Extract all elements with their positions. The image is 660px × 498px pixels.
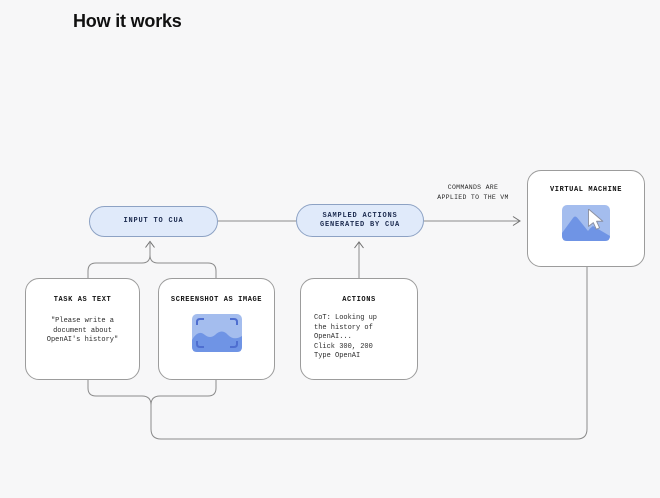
node-input-to-cua-label: INPUT TO CUA [123,217,184,225]
node-screenshot-as-image: SCREENSHOT AS IMAGE [158,278,275,380]
image-thumbnail-with-viewfinder-icon [191,314,242,352]
node-screenshot-title: SCREENSHOT AS IMAGE [170,296,263,304]
connector-task-bottom-merge [87,380,152,406]
arrowhead-to-vm-icon [512,216,521,226]
node-task-body: "Please write a document about OpenAI's … [46,317,119,344]
page-title: How it works [73,11,182,31]
node-task-title: TASK AS TEXT [53,296,112,304]
node-vm-title: VIRTUAL MACHINE [549,186,622,194]
connector-screenshot-to-input [149,254,217,279]
edge-label-commands-applied: COMMANDS ARE APPLIED TO THE VM [437,184,509,201]
connector-screenshot-bottom-merge [150,380,217,406]
node-input-to-cua: INPUT TO CUA [89,206,218,237]
arrowhead-to-input-icon [145,240,155,248]
node-task-as-text: TASK AS TEXT "Please write a document ab… [25,278,140,380]
node-sampled-actions: SAMPLED ACTIONS GENERATED BY CUA [296,204,424,237]
node-virtual-machine: VIRTUAL MACHINE [527,170,645,267]
connector-task-to-input [87,243,151,279]
vm-screen-icon [562,205,610,241]
arrowhead-to-sampled-icon [354,241,364,249]
node-actions-body: CoT: Looking up the history of OpenAI...… [314,314,378,360]
screen-thumbnail-with-cursor-icon [562,205,610,246]
mouse-cursor-icon [588,209,604,230]
node-actions-title: ACTIONS [342,296,376,304]
node-actions: ACTIONS CoT: Looking up the history of O… [300,278,418,380]
node-sampled-actions-label: SAMPLED ACTIONS GENERATED BY CUA [319,211,400,229]
